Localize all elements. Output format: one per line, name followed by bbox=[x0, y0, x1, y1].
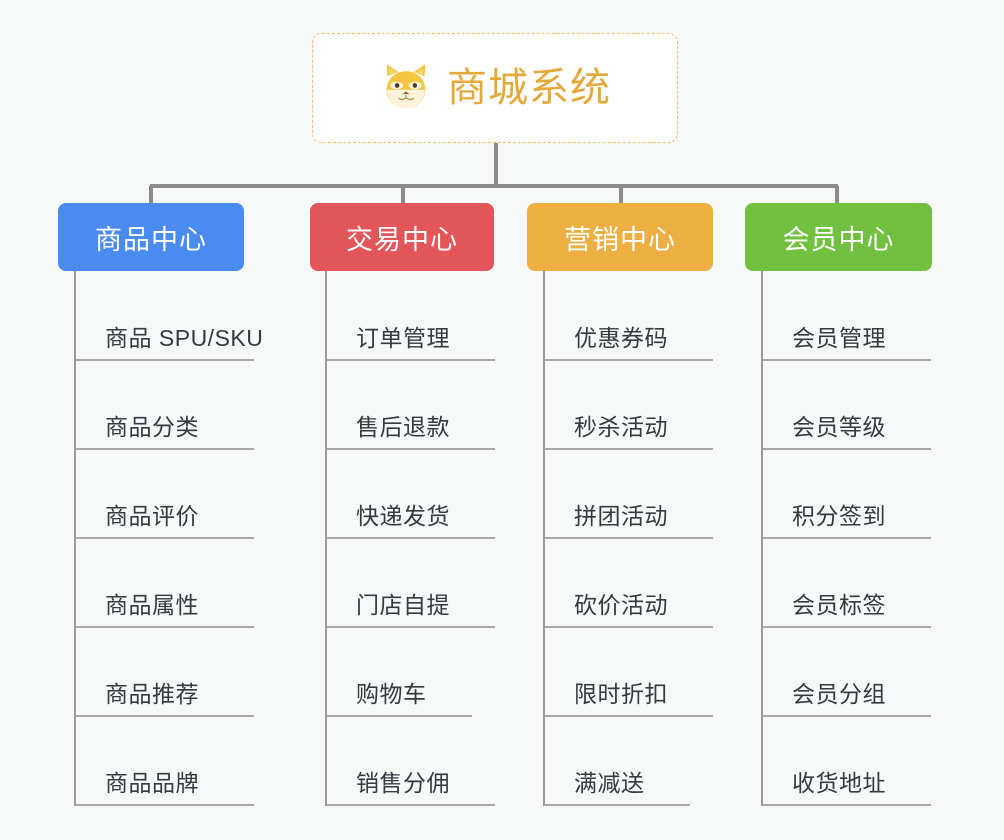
list-item[interactable]: 商品推荐 bbox=[76, 628, 254, 717]
category-box-trade-center[interactable]: 交易中心 bbox=[310, 203, 494, 271]
branch-column-member-center: 会员中心 bbox=[745, 203, 932, 271]
list-item[interactable]: 会员管理 bbox=[763, 272, 931, 361]
leaf-label: 销售分佣 bbox=[356, 770, 450, 796]
leaf-label: 优惠券码 bbox=[574, 325, 668, 351]
list-item[interactable]: 门店自提 bbox=[327, 539, 495, 628]
leaf-label: 积分签到 bbox=[792, 503, 886, 529]
list-item[interactable]: 满减送 bbox=[545, 717, 690, 806]
list-item[interactable]: 商品属性 bbox=[76, 539, 254, 628]
list-item[interactable]: 会员分组 bbox=[763, 628, 931, 717]
list-item[interactable]: 优惠券码 bbox=[545, 272, 713, 361]
leaf-list-trade-center: 订单管理 售后退款 快递发货 门店自提 购物车 销售分佣 bbox=[325, 272, 495, 806]
category-label: 会员中心 bbox=[782, 224, 895, 255]
leaf-label: 购物车 bbox=[356, 681, 427, 707]
list-item[interactable]: 秒杀活动 bbox=[545, 361, 713, 450]
list-item[interactable]: 拼团活动 bbox=[545, 450, 713, 539]
dog-face-icon bbox=[379, 61, 433, 115]
leaf-label: 商品品牌 bbox=[105, 770, 199, 796]
list-item[interactable]: 收货地址 bbox=[763, 717, 931, 806]
category-label: 商品中心 bbox=[95, 224, 207, 255]
list-item[interactable]: 限时折扣 bbox=[545, 628, 713, 717]
leaf-label: 商品 SPU/SKU bbox=[105, 325, 264, 351]
list-item[interactable]: 商品分类 bbox=[76, 361, 254, 450]
category-box-product-center[interactable]: 商品中心 bbox=[58, 203, 244, 271]
branch-column-trade-center: 交易中心 bbox=[310, 203, 494, 271]
list-item[interactable]: 会员标签 bbox=[763, 539, 931, 628]
leaf-label: 快递发货 bbox=[356, 503, 450, 529]
branch-column-marketing-center: 营销中心 bbox=[527, 203, 713, 271]
category-box-member-center[interactable]: 会员中心 bbox=[745, 203, 932, 271]
root-title: 商城系统 bbox=[447, 66, 611, 110]
list-item[interactable]: 订单管理 bbox=[327, 272, 495, 361]
leaf-label: 会员等级 bbox=[792, 414, 886, 440]
leaf-label: 收货地址 bbox=[792, 770, 886, 796]
leaf-label: 订单管理 bbox=[356, 325, 450, 351]
list-item[interactable]: 会员等级 bbox=[763, 361, 931, 450]
list-item[interactable]: 砍价活动 bbox=[545, 539, 713, 628]
leaf-list-product-center: 商品 SPU/SKU 商品分类 商品评价 商品属性 商品推荐 商品品牌 bbox=[74, 272, 263, 806]
leaf-label: 商品分类 bbox=[105, 414, 199, 440]
root-node[interactable]: 商城系统 bbox=[312, 33, 678, 143]
leaf-label: 商品推荐 bbox=[105, 681, 199, 707]
leaf-label: 砍价活动 bbox=[574, 592, 668, 618]
list-item[interactable]: 销售分佣 bbox=[327, 717, 495, 806]
branch-column-product-center: 商品中心 bbox=[58, 203, 244, 271]
leaf-label: 会员标签 bbox=[792, 592, 886, 618]
category-label: 交易中心 bbox=[346, 224, 458, 255]
list-item[interactable]: 购物车 bbox=[327, 628, 472, 717]
leaf-label: 售后退款 bbox=[356, 414, 450, 440]
category-label: 营销中心 bbox=[564, 224, 676, 255]
leaf-label: 门店自提 bbox=[356, 592, 450, 618]
list-item[interactable]: 商品品牌 bbox=[76, 717, 254, 806]
list-item[interactable]: 积分签到 bbox=[763, 450, 931, 539]
leaf-list-member-center: 会员管理 会员等级 积分签到 会员标签 会员分组 收货地址 bbox=[761, 272, 931, 806]
leaf-label: 秒杀活动 bbox=[574, 414, 668, 440]
list-item[interactable]: 售后退款 bbox=[327, 361, 495, 450]
leaf-label: 会员分组 bbox=[792, 681, 886, 707]
leaf-label: 拼团活动 bbox=[574, 503, 668, 529]
list-item[interactable]: 快递发货 bbox=[327, 450, 495, 539]
leaf-label: 满减送 bbox=[574, 770, 645, 796]
leaf-list-marketing-center: 优惠券码 秒杀活动 拼团活动 砍价活动 限时折扣 满减送 bbox=[543, 272, 713, 806]
list-item[interactable]: 商品评价 bbox=[76, 450, 254, 539]
leaf-label: 商品评价 bbox=[105, 503, 199, 529]
leaf-label: 限时折扣 bbox=[574, 681, 668, 707]
list-item[interactable]: 商品 SPU/SKU bbox=[76, 272, 263, 361]
category-box-marketing-center[interactable]: 营销中心 bbox=[527, 203, 713, 271]
leaf-label: 会员管理 bbox=[792, 325, 886, 351]
leaf-label: 商品属性 bbox=[105, 592, 199, 618]
